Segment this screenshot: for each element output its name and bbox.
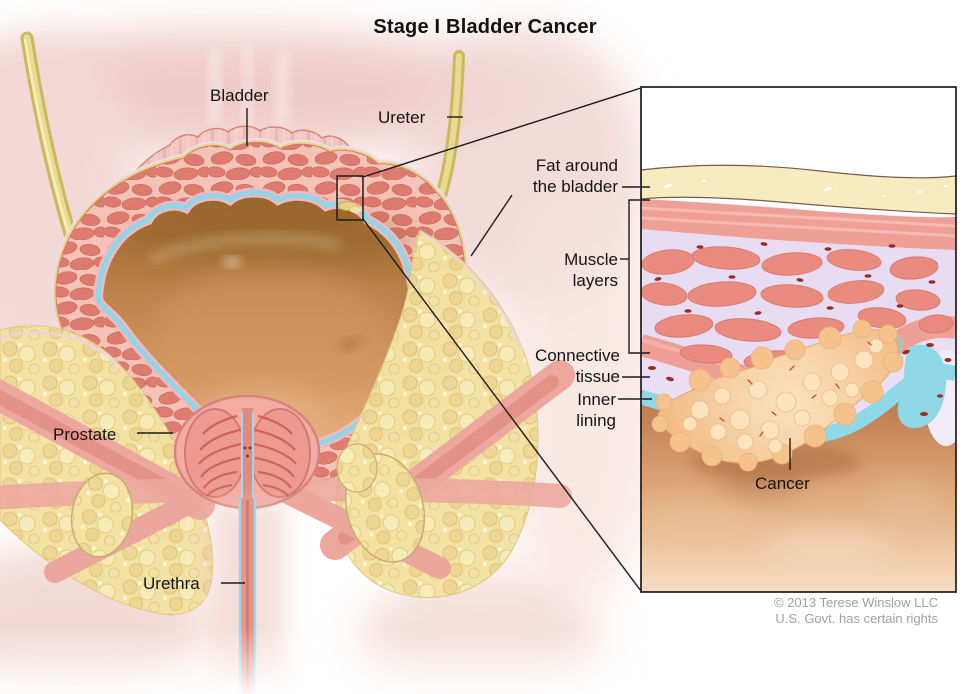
fat-diagonal-leader-line: [470, 194, 513, 257]
muscle-capillaries: [654, 242, 936, 336]
callout: [336, 87, 642, 592]
connective-tissue-label: Connective tissue: [535, 345, 620, 387]
bladder-label: Bladder: [210, 86, 269, 105]
copyright-line1: © 2013 Terese Winslow LLC: [774, 595, 938, 610]
inner-lining-label-line2: lining: [576, 411, 616, 430]
copyright-credit: © 2013 Terese Winslow LLC U.S. Govt. has…: [774, 595, 938, 626]
connective-label-line2: tissue: [575, 367, 620, 386]
fat-label-line2: the bladder: [532, 177, 618, 196]
leader-lines: [137, 108, 791, 584]
muscle-label-line1: Muscle: [564, 250, 618, 269]
muscle-bracket: [628, 199, 650, 354]
urethra-label: Urethra: [143, 574, 200, 593]
inset-fat-layer: [641, 164, 956, 215]
fat-label-line1: Fat around: [535, 156, 618, 175]
prostate-label: Prostate: [53, 425, 117, 444]
inner-lining-label-line1: Inner: [577, 390, 616, 409]
cancer-mass: [651, 319, 904, 480]
callout-line-top: [362, 87, 642, 178]
connective-label-line1: Connective: [534, 346, 620, 365]
muscle-layers-label: Muscle layers: [564, 249, 618, 291]
inset-box: [640, 86, 957, 593]
gland-structures: [70, 443, 426, 563]
inset-panel: [641, 87, 956, 592]
ureter-label: Ureter: [378, 108, 426, 127]
inner-lining-label: Inner lining: [576, 389, 616, 431]
copyright-line2: U.S. Govt. has certain rights: [775, 610, 938, 626]
callout-line-bottom: [362, 218, 642, 592]
callout-rectangle: [336, 175, 364, 221]
bottom-fade: [0, 628, 640, 694]
fat-around-bladder-label: Fat around the bladder: [533, 155, 618, 197]
figure-title: Stage I Bladder Cancer: [373, 16, 597, 38]
cancer-label: Cancer: [755, 474, 810, 493]
prostate-shape: [173, 394, 321, 510]
muscle-label-line2: layers: [572, 271, 618, 290]
